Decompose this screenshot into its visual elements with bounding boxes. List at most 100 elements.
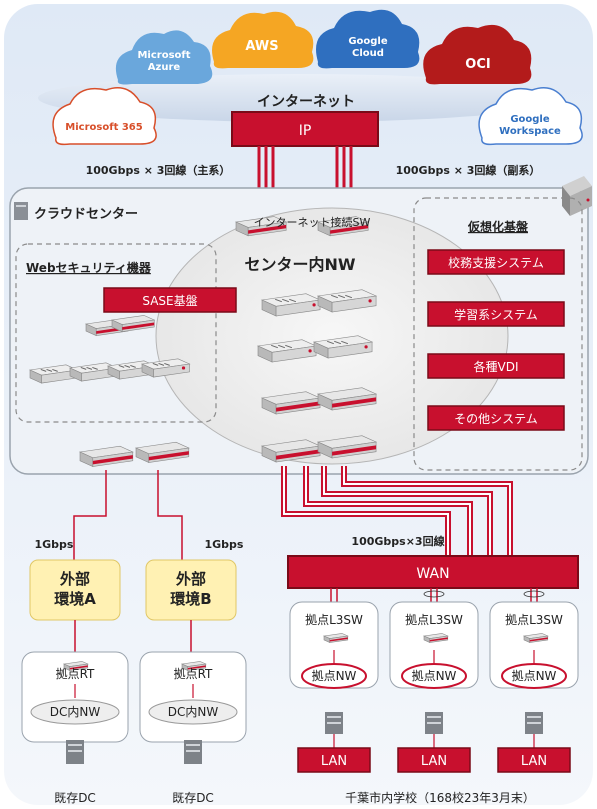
dc-nw-label: DC内NW — [50, 705, 101, 719]
dc-rt-label: 拠点RT — [56, 667, 95, 681]
system-box — [427, 353, 565, 379]
dc-nw-oval — [30, 699, 120, 725]
site-l3sw-label: 拠点L3SW — [505, 613, 563, 627]
ip-box — [231, 111, 379, 147]
site-server-icon — [525, 712, 543, 734]
switch-device — [316, 387, 378, 411]
site-server-icon — [325, 712, 343, 734]
dc-caption: 既存DC — [172, 791, 214, 805]
site-l3sw-device — [522, 633, 549, 644]
ext-b-link-label: 1Gbps — [205, 538, 244, 551]
server-device — [260, 293, 322, 317]
site-nw-label: 拠点NW — [512, 669, 557, 683]
external-env-label: 外部環境A — [54, 570, 96, 608]
edge-switch — [134, 441, 190, 464]
schools-caption: 千葉市内学校（168校23年3月末） — [345, 790, 535, 805]
internet-band — [38, 74, 562, 122]
dc-server-icon — [66, 740, 84, 764]
internet-sw-device — [234, 216, 288, 237]
dc-nw-oval — [148, 699, 238, 725]
internet-sw-label: インターネット接続SW — [254, 215, 371, 229]
web-security-box — [15, 243, 217, 423]
center-nw-label: センター内NW — [244, 255, 355, 274]
internet-switch — [316, 216, 370, 237]
edge-switch — [78, 445, 134, 468]
internet-switch — [234, 216, 288, 237]
web-security-label: Webセキュリティ機器 — [26, 260, 152, 275]
site-l3sw-label: 拠点L3SW — [305, 613, 363, 627]
wan-label: WAN — [416, 566, 449, 582]
wan-bar — [287, 555, 579, 589]
existing-dc-group: 拠点RT DC内NW 既存DC 拠点RT DC内NW 既存DC — [21, 651, 247, 805]
ext-a-link-label: 1Gbps — [35, 538, 74, 551]
cloud-oci-label: OCI — [465, 57, 490, 72]
dc-server-icon — [184, 740, 202, 764]
device-group — [28, 289, 378, 468]
dc-nw-label: DC内NW — [168, 705, 219, 719]
sase-box — [103, 287, 237, 313]
site-nw-oval — [501, 663, 567, 689]
server-device — [256, 339, 318, 363]
system-box — [427, 301, 565, 327]
cloud-aws: AWS — [212, 11, 314, 69]
sase-label: SASE基盤 — [142, 294, 197, 308]
wan-uplinks-inner — [283, 466, 511, 556]
lan-box — [297, 747, 371, 773]
external-lines — [73, 470, 183, 560]
switch-device — [260, 439, 322, 463]
site-nw-oval — [301, 663, 367, 689]
virtualization-box — [413, 197, 583, 471]
system-label: 学習系システム — [454, 307, 538, 322]
lan-label: LAN — [321, 754, 347, 769]
security-appliance — [110, 315, 156, 333]
server-device — [316, 289, 378, 313]
link-primary-label: 100Gbps × 3回線（主系） — [86, 163, 231, 177]
cloud-m365-label: Microsoft 365 — [65, 122, 142, 133]
cloud-oci: OCI — [423, 24, 532, 85]
dc-caption: 既存DC — [54, 791, 96, 805]
wan-link-label: 100Gbps×3回線 — [351, 534, 444, 548]
internet-sw-device — [316, 216, 370, 237]
internet-label: インターネット — [257, 94, 355, 110]
site-nw-oval — [401, 663, 467, 689]
system-label: その他システム — [454, 412, 538, 426]
system-box — [427, 405, 565, 431]
center-nw-oval — [155, 207, 509, 465]
site-nw-label: 拠点NW — [412, 669, 457, 683]
system-label: 各種VDI — [474, 359, 519, 374]
switch-device — [316, 435, 378, 459]
cloud-m365: Microsoft 365 — [52, 87, 157, 146]
cloud-aws-label: AWS — [245, 39, 278, 54]
server-icon — [14, 202, 28, 220]
site-l3sw-label: 拠点L3SW — [405, 613, 463, 627]
link-secondary-label: 100Gbps × 3回線（副系） — [396, 163, 541, 177]
lan-label: LAN — [421, 754, 447, 769]
site-server-icon — [425, 712, 443, 734]
system-box — [427, 249, 565, 275]
switch-device — [260, 391, 322, 415]
dc-router — [62, 661, 89, 672]
lan-label: LAN — [521, 754, 547, 769]
external-env-label: 外部環境B — [170, 570, 211, 608]
external-env-group: 外部環境A 外部環境B — [29, 559, 237, 660]
ip-label: IP — [299, 123, 312, 139]
dc-rt-label: 拠点RT — [174, 667, 213, 681]
site-l3sw-device — [422, 633, 449, 644]
security-server — [140, 358, 191, 378]
lan-box — [397, 747, 471, 773]
virtualization-label: 仮想化基盤 — [467, 219, 529, 234]
corner-server-icon — [562, 176, 592, 216]
system-label: 校務支援システム — [448, 255, 544, 270]
server-device — [312, 335, 374, 359]
cloud-center-label: クラウドセンター — [34, 207, 138, 222]
